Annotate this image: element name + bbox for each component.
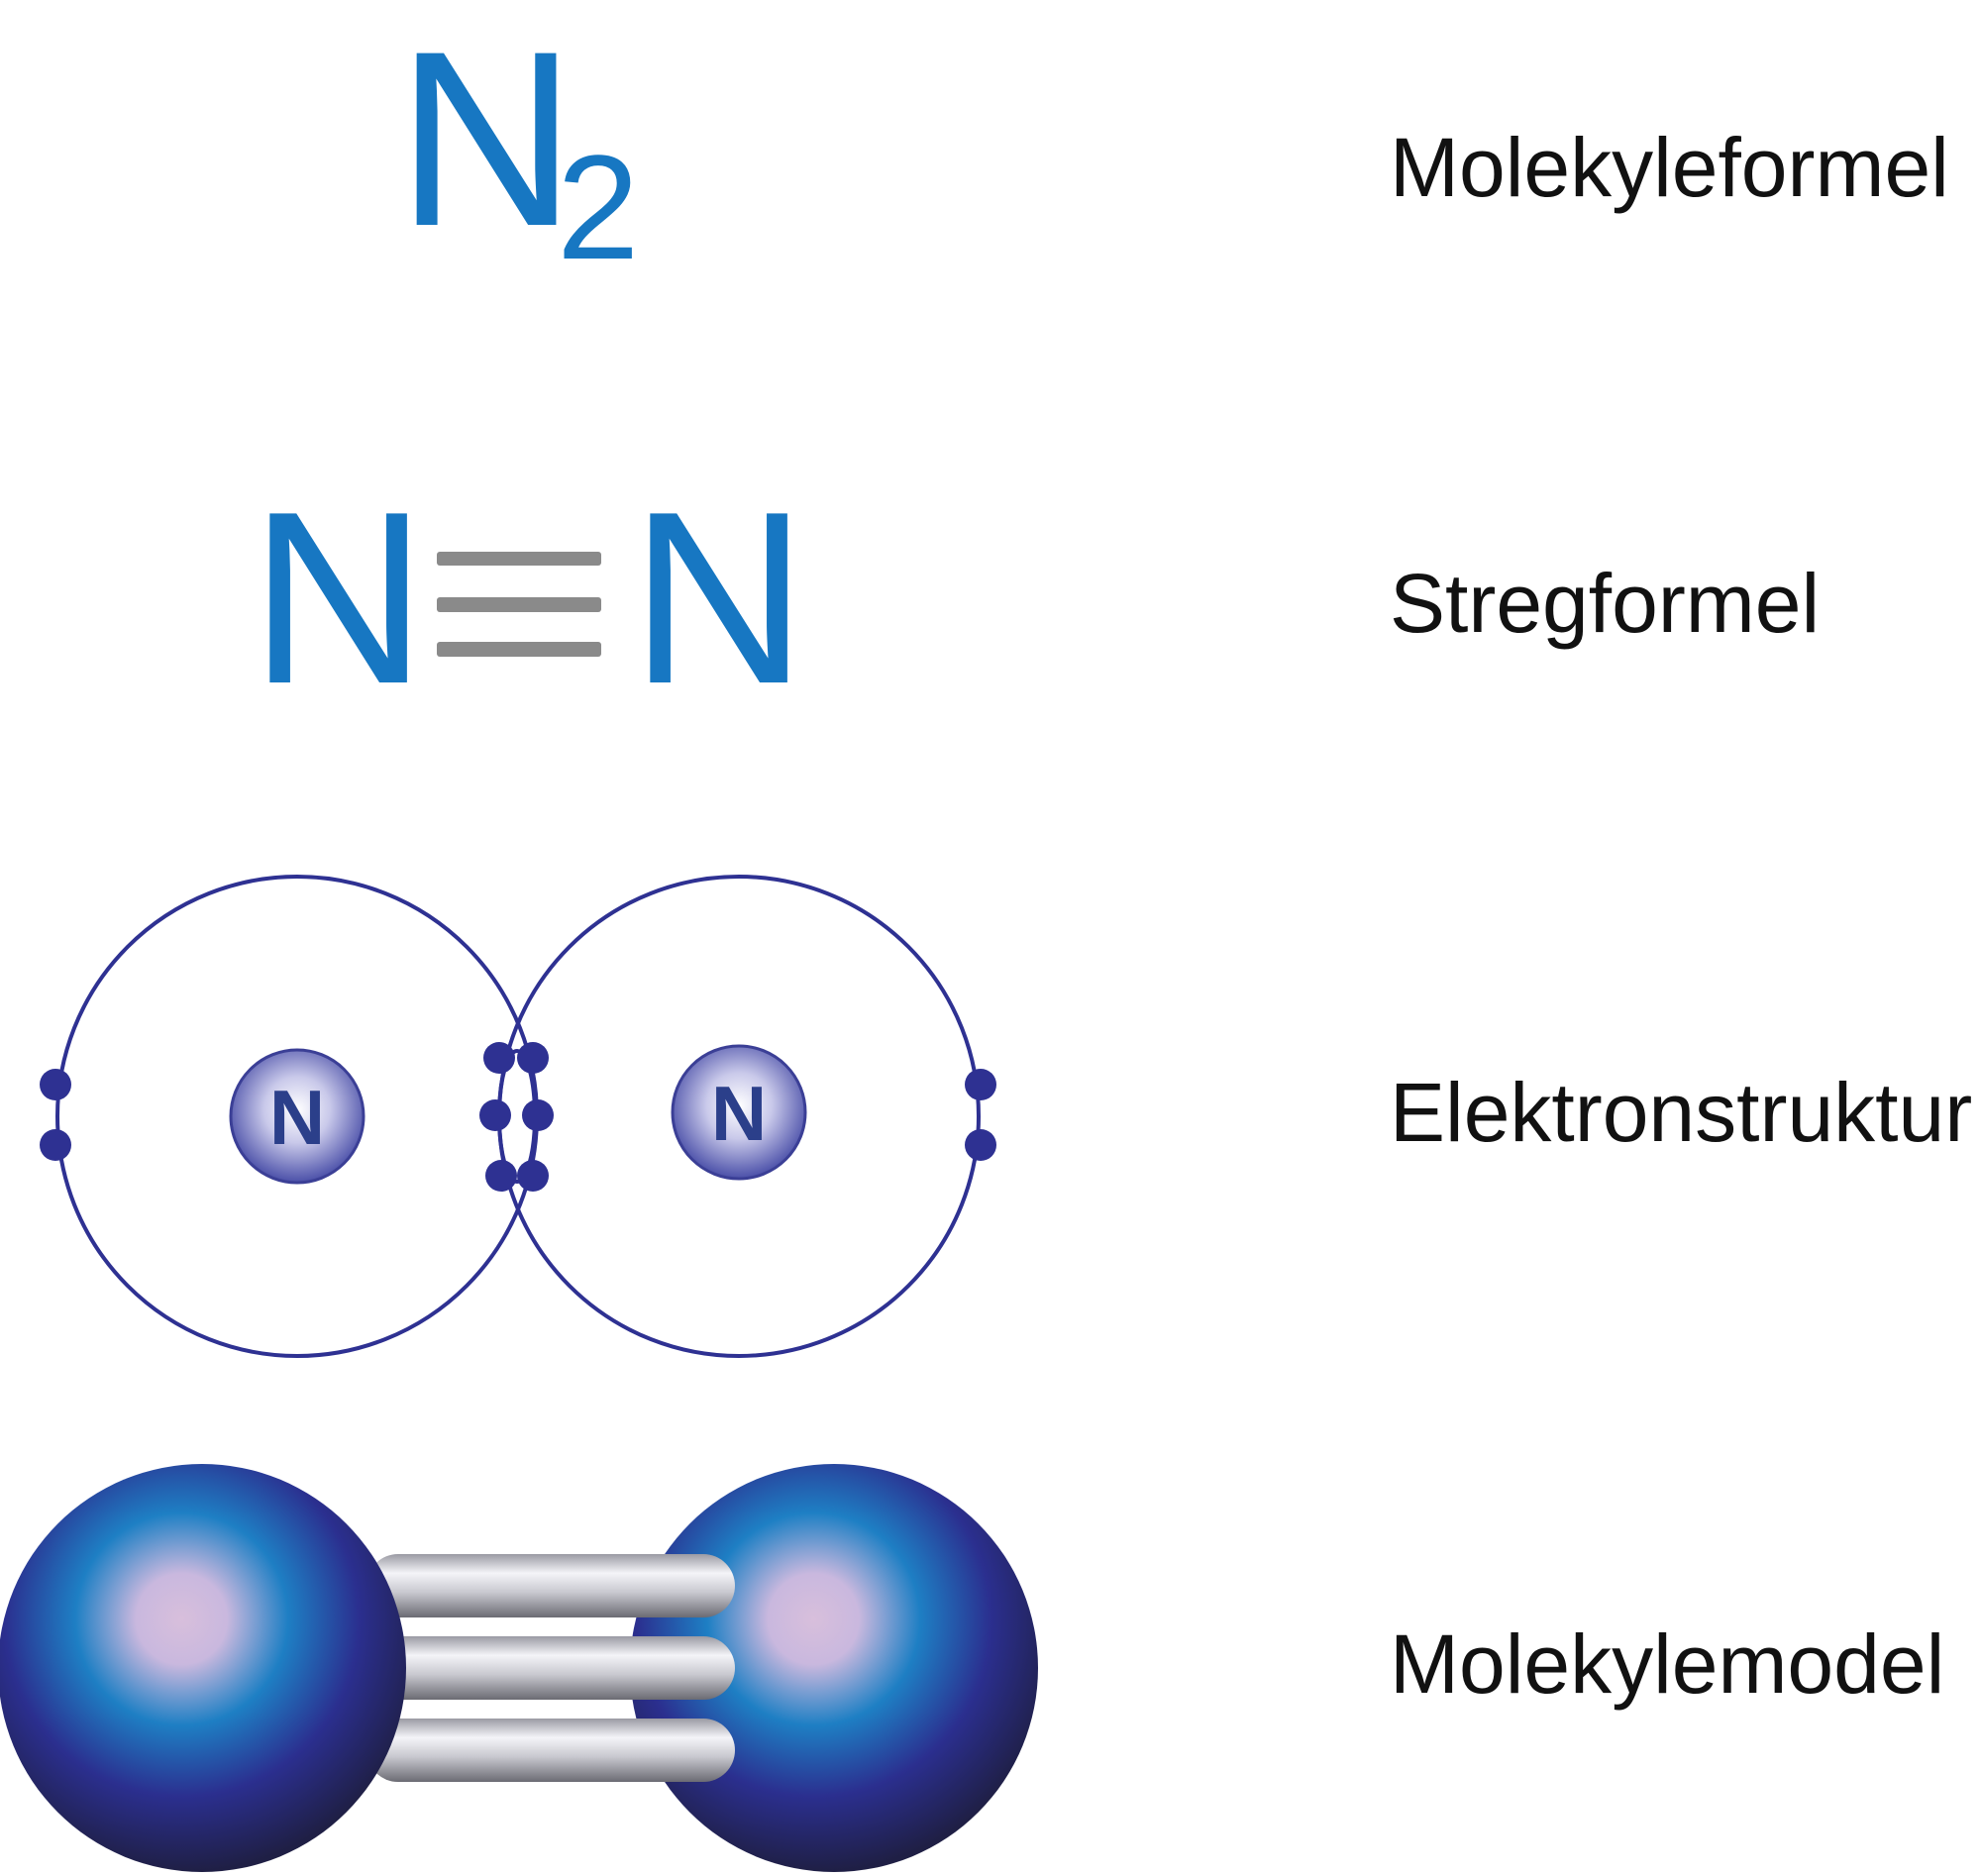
- bond-line: [437, 597, 601, 612]
- electron: [485, 1160, 517, 1192]
- right-nucleus: [671, 1044, 807, 1181]
- electron-structure: N N: [40, 875, 996, 1358]
- electron: [483, 1042, 515, 1074]
- triple-bond-sticks: [366, 1554, 735, 1782]
- electron: [522, 1099, 554, 1131]
- left-nucleus: [229, 1048, 365, 1185]
- label-structural-formula: Stregformel: [1390, 557, 1820, 650]
- formula-subscript: 2: [557, 124, 639, 290]
- label-molecule-model: Molekylemodel: [1390, 1617, 1944, 1711]
- bond-stick: [366, 1554, 735, 1617]
- right-atom-sphere: [630, 1464, 1038, 1872]
- electron: [517, 1160, 549, 1192]
- electron: [965, 1069, 996, 1100]
- left-atom: N: [250, 460, 427, 735]
- molecular-formula: N 2: [396, 0, 639, 290]
- right-nucleus-label: N: [711, 1070, 767, 1157]
- bond-line: [437, 642, 601, 657]
- electrons: [40, 1042, 996, 1192]
- bond-line: [437, 552, 601, 566]
- bond-stick: [366, 1719, 735, 1782]
- electron: [40, 1069, 71, 1100]
- bond-stick: [366, 1636, 735, 1700]
- label-electron-structure: Elektronstruktur: [1390, 1066, 1972, 1159]
- molecule-model: [0, 1464, 1038, 1872]
- electron: [479, 1099, 511, 1131]
- left-atom-sphere: [0, 1464, 406, 1872]
- electron: [517, 1042, 549, 1074]
- label-molecular-formula: Molekyleformel: [1390, 121, 1949, 214]
- electron: [40, 1129, 71, 1161]
- formula-element: N: [396, 0, 576, 278]
- right-atom: N: [630, 460, 807, 735]
- structural-formula: N N: [250, 460, 807, 735]
- electron: [965, 1129, 996, 1161]
- left-nucleus-label: N: [269, 1074, 325, 1161]
- triple-bond: [437, 552, 601, 657]
